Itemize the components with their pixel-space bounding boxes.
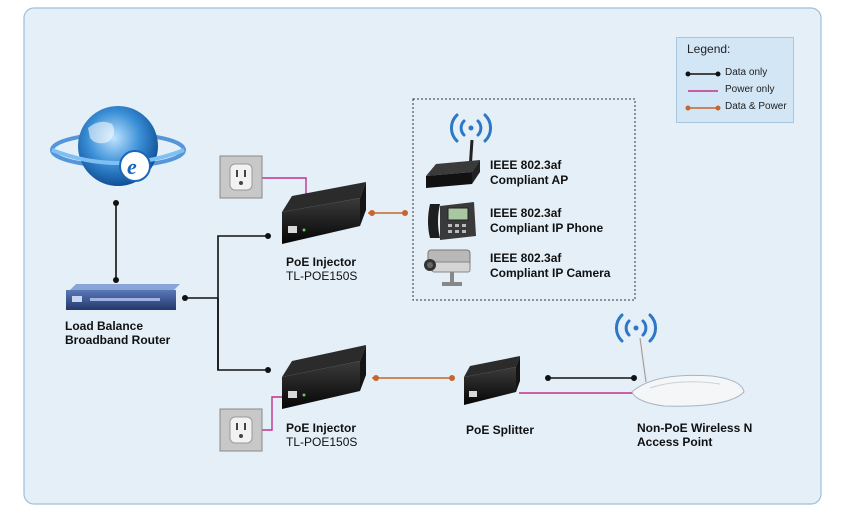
injector-bottom-label-line2: TL-POE150S	[286, 435, 358, 449]
svg-text:e: e	[127, 154, 137, 179]
legend: Legend: Data only Power only Data & Powe…	[676, 37, 794, 123]
poe-splitter-icon	[464, 356, 520, 405]
router-icon	[66, 284, 180, 310]
legend-title: Legend:	[687, 42, 731, 56]
legend-swatch-power-only	[688, 90, 718, 92]
wifi-signal-nonpoe-icon	[615, 313, 657, 343]
poe-devices-group	[412, 98, 636, 301]
router-label-line1: Load Balance	[65, 319, 144, 333]
diagram-panel	[23, 7, 822, 505]
power-outlet-bottom-icon	[219, 408, 263, 452]
ip-phone-label-line1: IEEE 802.3af	[490, 206, 562, 220]
ip-phone-icon	[428, 202, 476, 240]
legend-item-data-only: Data only	[685, 67, 795, 81]
splitter-label: PoE Splitter	[466, 423, 535, 437]
legend-item-power-only: Power only	[685, 84, 795, 98]
injector-top-label-line1: PoE Injector	[286, 255, 357, 269]
nonpoe-access-point-icon	[631, 337, 745, 407]
ip-camera-label-line2: Compliant IP Camera	[490, 266, 611, 280]
poe-injector-top-icon	[282, 182, 366, 244]
internet-globe-icon: e	[50, 106, 186, 186]
ip-camera-label-line1: IEEE 802.3af	[490, 251, 562, 265]
nonpoe-ap-label-line1: Non-PoE Wireless N	[637, 421, 753, 435]
injector-top-label-line2: TL-POE150S	[286, 269, 358, 283]
nonpoe-ap-label-line2: Access Point	[637, 435, 713, 449]
wifi-signal-ap-icon	[450, 113, 492, 143]
poe-ap-label-line2: Compliant AP	[490, 173, 569, 187]
ip-phone-label-line2: Compliant IP Phone	[490, 221, 604, 235]
connection-dots	[113, 200, 637, 400]
legend-swatch-data-only	[685, 71, 721, 77]
legend-label-data-power: Data & Power	[725, 101, 787, 112]
legend-swatch-data-power	[685, 105, 721, 111]
legend-label-power-only: Power only	[725, 84, 775, 95]
access-point-icon	[426, 139, 480, 188]
router-label-line2: Broadband Router	[65, 333, 171, 347]
data-lines	[115, 203, 634, 379]
power-outlet-top-icon	[219, 155, 263, 199]
ip-camera-icon	[424, 249, 471, 286]
injector-bottom-label-line1: PoE Injector	[286, 421, 357, 435]
poe-ap-label-line1: IEEE 802.3af	[490, 158, 562, 172]
poe-injector-bottom-icon	[282, 345, 366, 409]
legend-label-data-only: Data only	[725, 67, 768, 78]
legend-item-data-power: Data & Power	[685, 101, 795, 115]
